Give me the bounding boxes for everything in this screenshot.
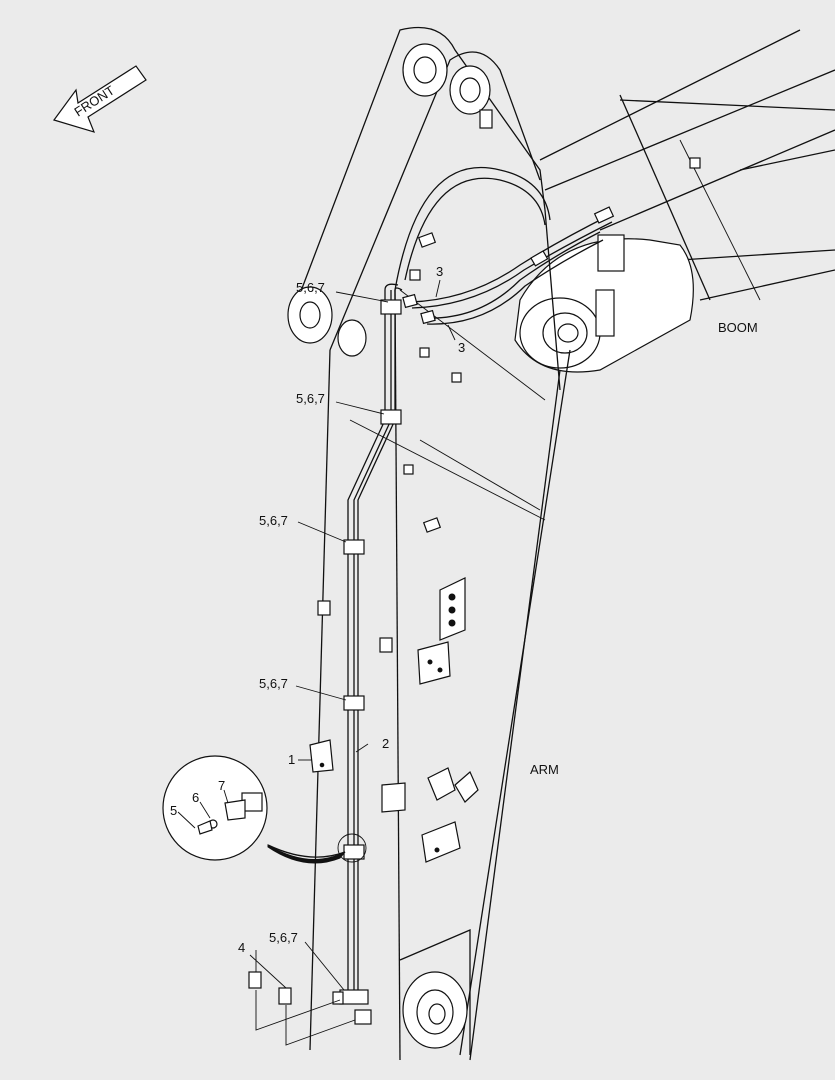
callout-5: 5 [170, 803, 177, 818]
callout-567-c: 5,6,7 [259, 513, 288, 528]
boom-label: BOOM [718, 320, 758, 335]
callout-3-b: 3 [458, 340, 465, 355]
callout-7: 7 [218, 778, 225, 793]
arm-structure [287, 26, 571, 1061]
front-arrow: FRONT [53, 65, 147, 133]
bottom-connectors [248, 950, 372, 1046]
callout-4: 4 [238, 940, 245, 955]
callout-567-b: 5,6,7 [296, 391, 325, 406]
callout-6: 6 [192, 790, 199, 805]
callout-3-a: 3 [436, 264, 443, 279]
hose-assembly [402, 206, 615, 325]
mounting-pads [317, 232, 479, 863]
callouts: 5,6,7 5,6,7 5,6,7 5,6,7 5,6,7 3 3 1 2 4 … [170, 264, 465, 955]
callout-567-a: 5,6,7 [296, 280, 325, 295]
pipe-clamps [339, 299, 402, 1005]
detail-inset [162, 755, 367, 864]
bracket-item-1 [309, 739, 334, 773]
arm-label: ARM [530, 762, 559, 777]
callout-1: 1 [288, 752, 295, 767]
pipe-assembly [347, 283, 403, 1000]
callout-567-e: 5,6,7 [269, 930, 298, 945]
callout-2: 2 [382, 736, 389, 751]
callout-567-d: 5,6,7 [259, 676, 288, 691]
boom-structure [514, 29, 835, 373]
leader-lines [177, 279, 456, 991]
